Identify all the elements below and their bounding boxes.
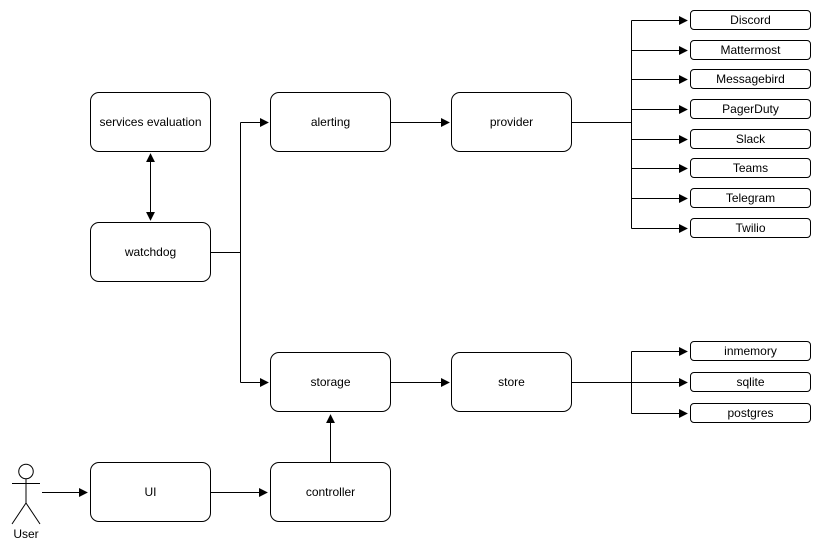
node-services-evaluation: services evaluation bbox=[90, 92, 211, 152]
store-target-inmemory: inmemory bbox=[690, 341, 811, 361]
node-alerting: alerting bbox=[270, 92, 391, 152]
user-actor-label: User bbox=[13, 527, 39, 541]
provider-target-slack: Slack bbox=[690, 129, 811, 149]
provider-target-pagerduty: PagerDuty bbox=[690, 99, 811, 119]
user-actor-icon bbox=[11, 463, 41, 525]
provider-target-twilio: Twilio bbox=[690, 218, 811, 238]
node-provider: provider bbox=[451, 92, 572, 152]
provider-target-mattermost: Mattermost bbox=[690, 40, 811, 60]
node-watchdog: watchdog bbox=[90, 222, 211, 282]
node-storage: storage bbox=[270, 352, 391, 412]
edge-store-fanout bbox=[572, 347, 688, 418]
node-controller: controller bbox=[270, 462, 391, 522]
node-ui: UI bbox=[90, 462, 211, 522]
edge-provider-fanout bbox=[572, 16, 688, 233]
provider-target-messagebird: Messagebird bbox=[690, 69, 811, 89]
store-target-sqlite: sqlite bbox=[690, 372, 811, 392]
node-store: store bbox=[451, 352, 572, 412]
provider-target-teams: Teams bbox=[690, 158, 811, 178]
provider-target-discord: Discord bbox=[690, 10, 811, 30]
edge-watchdog-branch bbox=[211, 118, 269, 387]
provider-target-telegram: Telegram bbox=[690, 188, 811, 208]
store-target-postgres: postgres bbox=[690, 403, 811, 423]
